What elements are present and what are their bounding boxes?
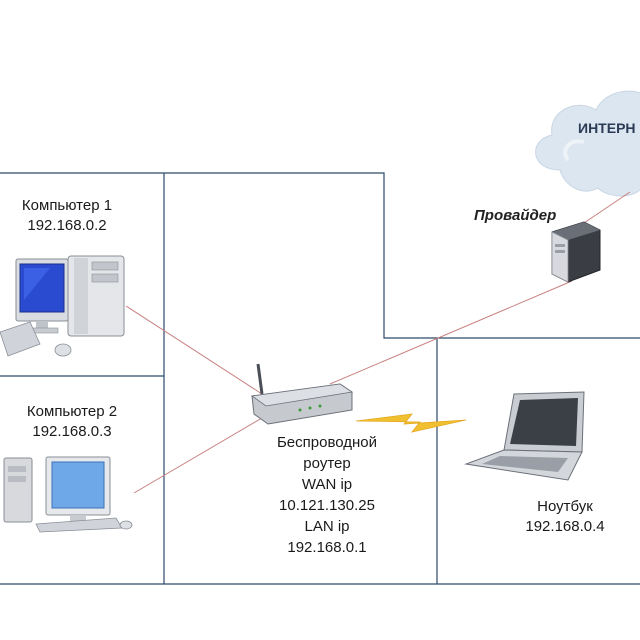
laptop-icon bbox=[464, 391, 585, 481]
link-router-provider bbox=[329, 280, 573, 385]
computer2-ip: 192.168.0.3 bbox=[32, 423, 112, 440]
server-icon bbox=[551, 221, 601, 283]
router-icon bbox=[250, 363, 354, 425]
router-line2: роутер bbox=[303, 455, 351, 472]
laptop-name: Ноутбук bbox=[537, 498, 593, 515]
cloud-label: ИНТЕРН bbox=[578, 120, 636, 136]
router-lan-ip: 192.168.0.1 bbox=[287, 539, 367, 556]
computer1-ip: 192.168.0.2 bbox=[27, 217, 107, 234]
computer1-icon bbox=[0, 255, 125, 357]
laptop-ip: 192.168.0.4 bbox=[525, 518, 605, 535]
computer2-label: Компьютер 2 192.168.0.3 bbox=[2, 402, 142, 442]
wireless-bolt-icon bbox=[355, 413, 467, 433]
router-wan-label: WAN ip bbox=[301, 476, 353, 493]
laptop-label: Ноутбук 192.168.0.4 bbox=[505, 497, 625, 537]
router-lan-label: LAN ip bbox=[304, 518, 350, 535]
zone-frame bbox=[0, 172, 640, 585]
link-pc1-router bbox=[125, 305, 263, 395]
computer2-name: Компьютер 2 bbox=[26, 403, 118, 420]
provider-label: Провайдер bbox=[474, 207, 557, 224]
computer1-label: Компьютер 1 192.168.0.2 bbox=[2, 196, 132, 236]
frame-left-upper bbox=[0, 172, 640, 339]
router-wan-ip: 10.121.130.25 bbox=[279, 497, 375, 514]
router-line1: Беспроводной bbox=[276, 434, 378, 451]
cloud-icon bbox=[535, 90, 640, 197]
link-pc2-router bbox=[133, 417, 263, 494]
computer1-name: Компьютер 1 bbox=[21, 197, 113, 214]
connection-lines bbox=[125, 191, 631, 494]
computer2-icon bbox=[3, 456, 133, 533]
router-label: Беспроводной роутер WAN ip 10.121.130.25… bbox=[252, 432, 402, 558]
link-provider-cloud bbox=[577, 191, 631, 228]
